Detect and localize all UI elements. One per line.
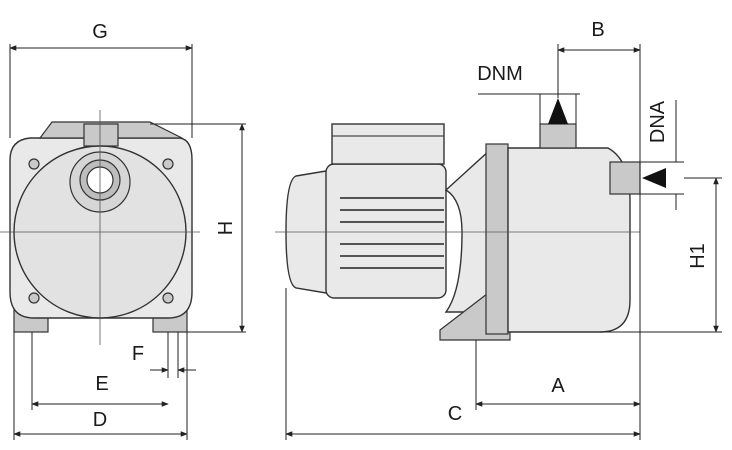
side-flange bbox=[485, 143, 509, 335]
dim-h: H bbox=[150, 123, 246, 333]
dim-d: D bbox=[13, 332, 188, 440]
label-h: H bbox=[215, 221, 237, 235]
label-g: G bbox=[92, 21, 108, 43]
side-terminal-box bbox=[331, 123, 445, 165]
side-view bbox=[275, 123, 641, 341]
label-b: B bbox=[591, 19, 604, 41]
side-motor-body bbox=[325, 163, 447, 299]
dim-f: F bbox=[132, 332, 196, 378]
dnm-arrow bbox=[548, 98, 568, 124]
label-c: C bbox=[448, 403, 462, 425]
side-bracket bbox=[444, 148, 491, 313]
label-dna: DNA bbox=[647, 100, 669, 143]
label-dnm: DNM bbox=[477, 63, 523, 85]
dim-g: G bbox=[9, 21, 193, 138]
label-d: D bbox=[93, 409, 107, 431]
dim-b: B bbox=[557, 19, 641, 440]
label-e: E bbox=[95, 373, 108, 395]
dim-c: C bbox=[285, 288, 641, 440]
dnm-indicator: DNM bbox=[477, 63, 580, 124]
bolt-br bbox=[162, 292, 174, 304]
front-top-plug bbox=[83, 123, 119, 147]
front-view bbox=[0, 110, 200, 345]
dna-indicator: DNA bbox=[640, 100, 684, 210]
side-outlet-nozzle bbox=[539, 123, 577, 149]
bolt-bl bbox=[28, 292, 40, 304]
label-h1: H1 bbox=[687, 243, 709, 269]
bolt-tr bbox=[162, 158, 174, 170]
dim-h1: H1 bbox=[600, 177, 722, 333]
label-f: F bbox=[132, 343, 144, 365]
dna-arrow bbox=[642, 168, 666, 188]
dim-e: E bbox=[31, 332, 169, 410]
dim-a: A bbox=[475, 340, 641, 410]
side-inlet-nozzle bbox=[609, 161, 641, 195]
bolt-tl bbox=[28, 158, 40, 170]
label-a: A bbox=[551, 375, 565, 397]
